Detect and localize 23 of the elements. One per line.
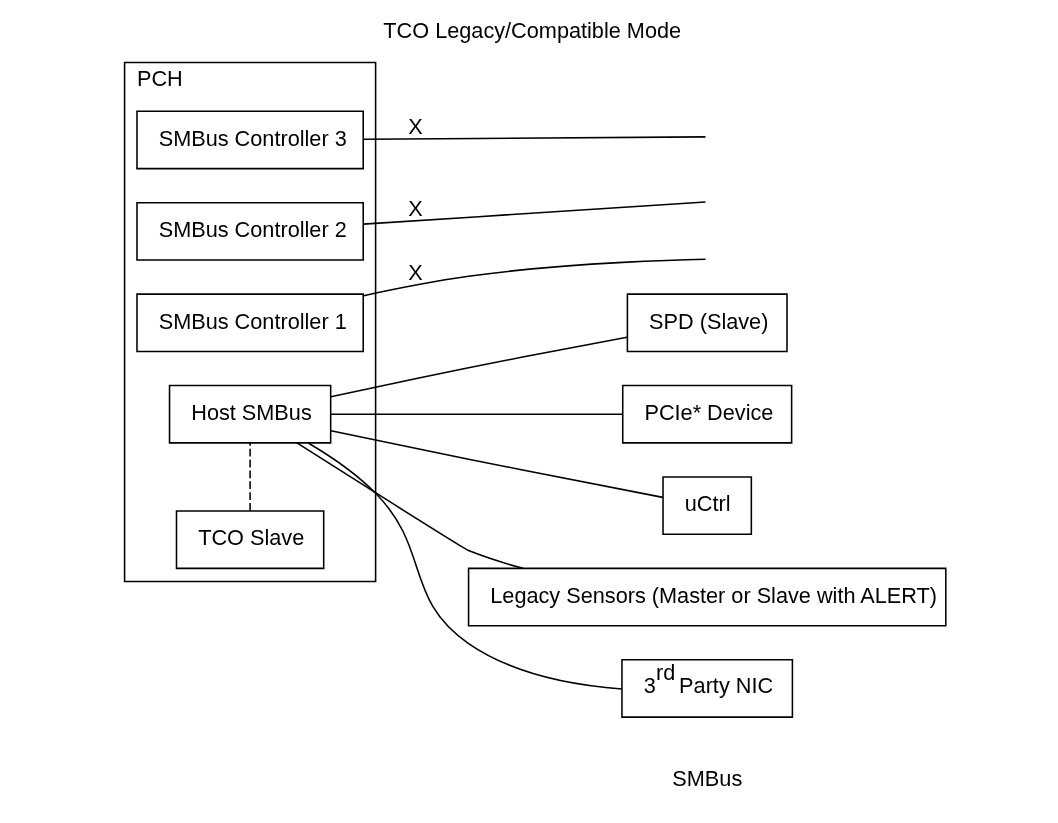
connector — [330, 430, 664, 499]
node-box: TCO Slave — [175, 510, 325, 570]
node-box: uCtrl — [662, 476, 753, 536]
edge-label: X — [408, 259, 423, 285]
connector — [362, 136, 707, 140]
node-box: SMBus Controller 1 — [136, 293, 364, 353]
edge-label: X — [408, 196, 423, 222]
edge-label: X — [408, 114, 423, 140]
connector — [362, 258, 707, 297]
connector — [329, 413, 624, 415]
node-box: PCIe* Device — [621, 384, 793, 444]
node-box: Legacy Sensors (Master or Slave with ALERT) — [467, 567, 947, 627]
node-box: SPD (Slave) — [626, 293, 788, 353]
node-box: SMBus Controller 2 — [136, 201, 364, 261]
connector — [362, 201, 707, 225]
label: SMBus — [672, 765, 743, 791]
diagram-title: TCO Legacy/Compatible Mode — [383, 18, 682, 43]
connector — [296, 442, 524, 570]
connector — [249, 442, 251, 512]
connector — [330, 336, 628, 398]
node-box: SMBus Controller 3 — [136, 110, 364, 170]
connector — [307, 442, 623, 690]
node-box: Host SMBus — [168, 384, 332, 444]
